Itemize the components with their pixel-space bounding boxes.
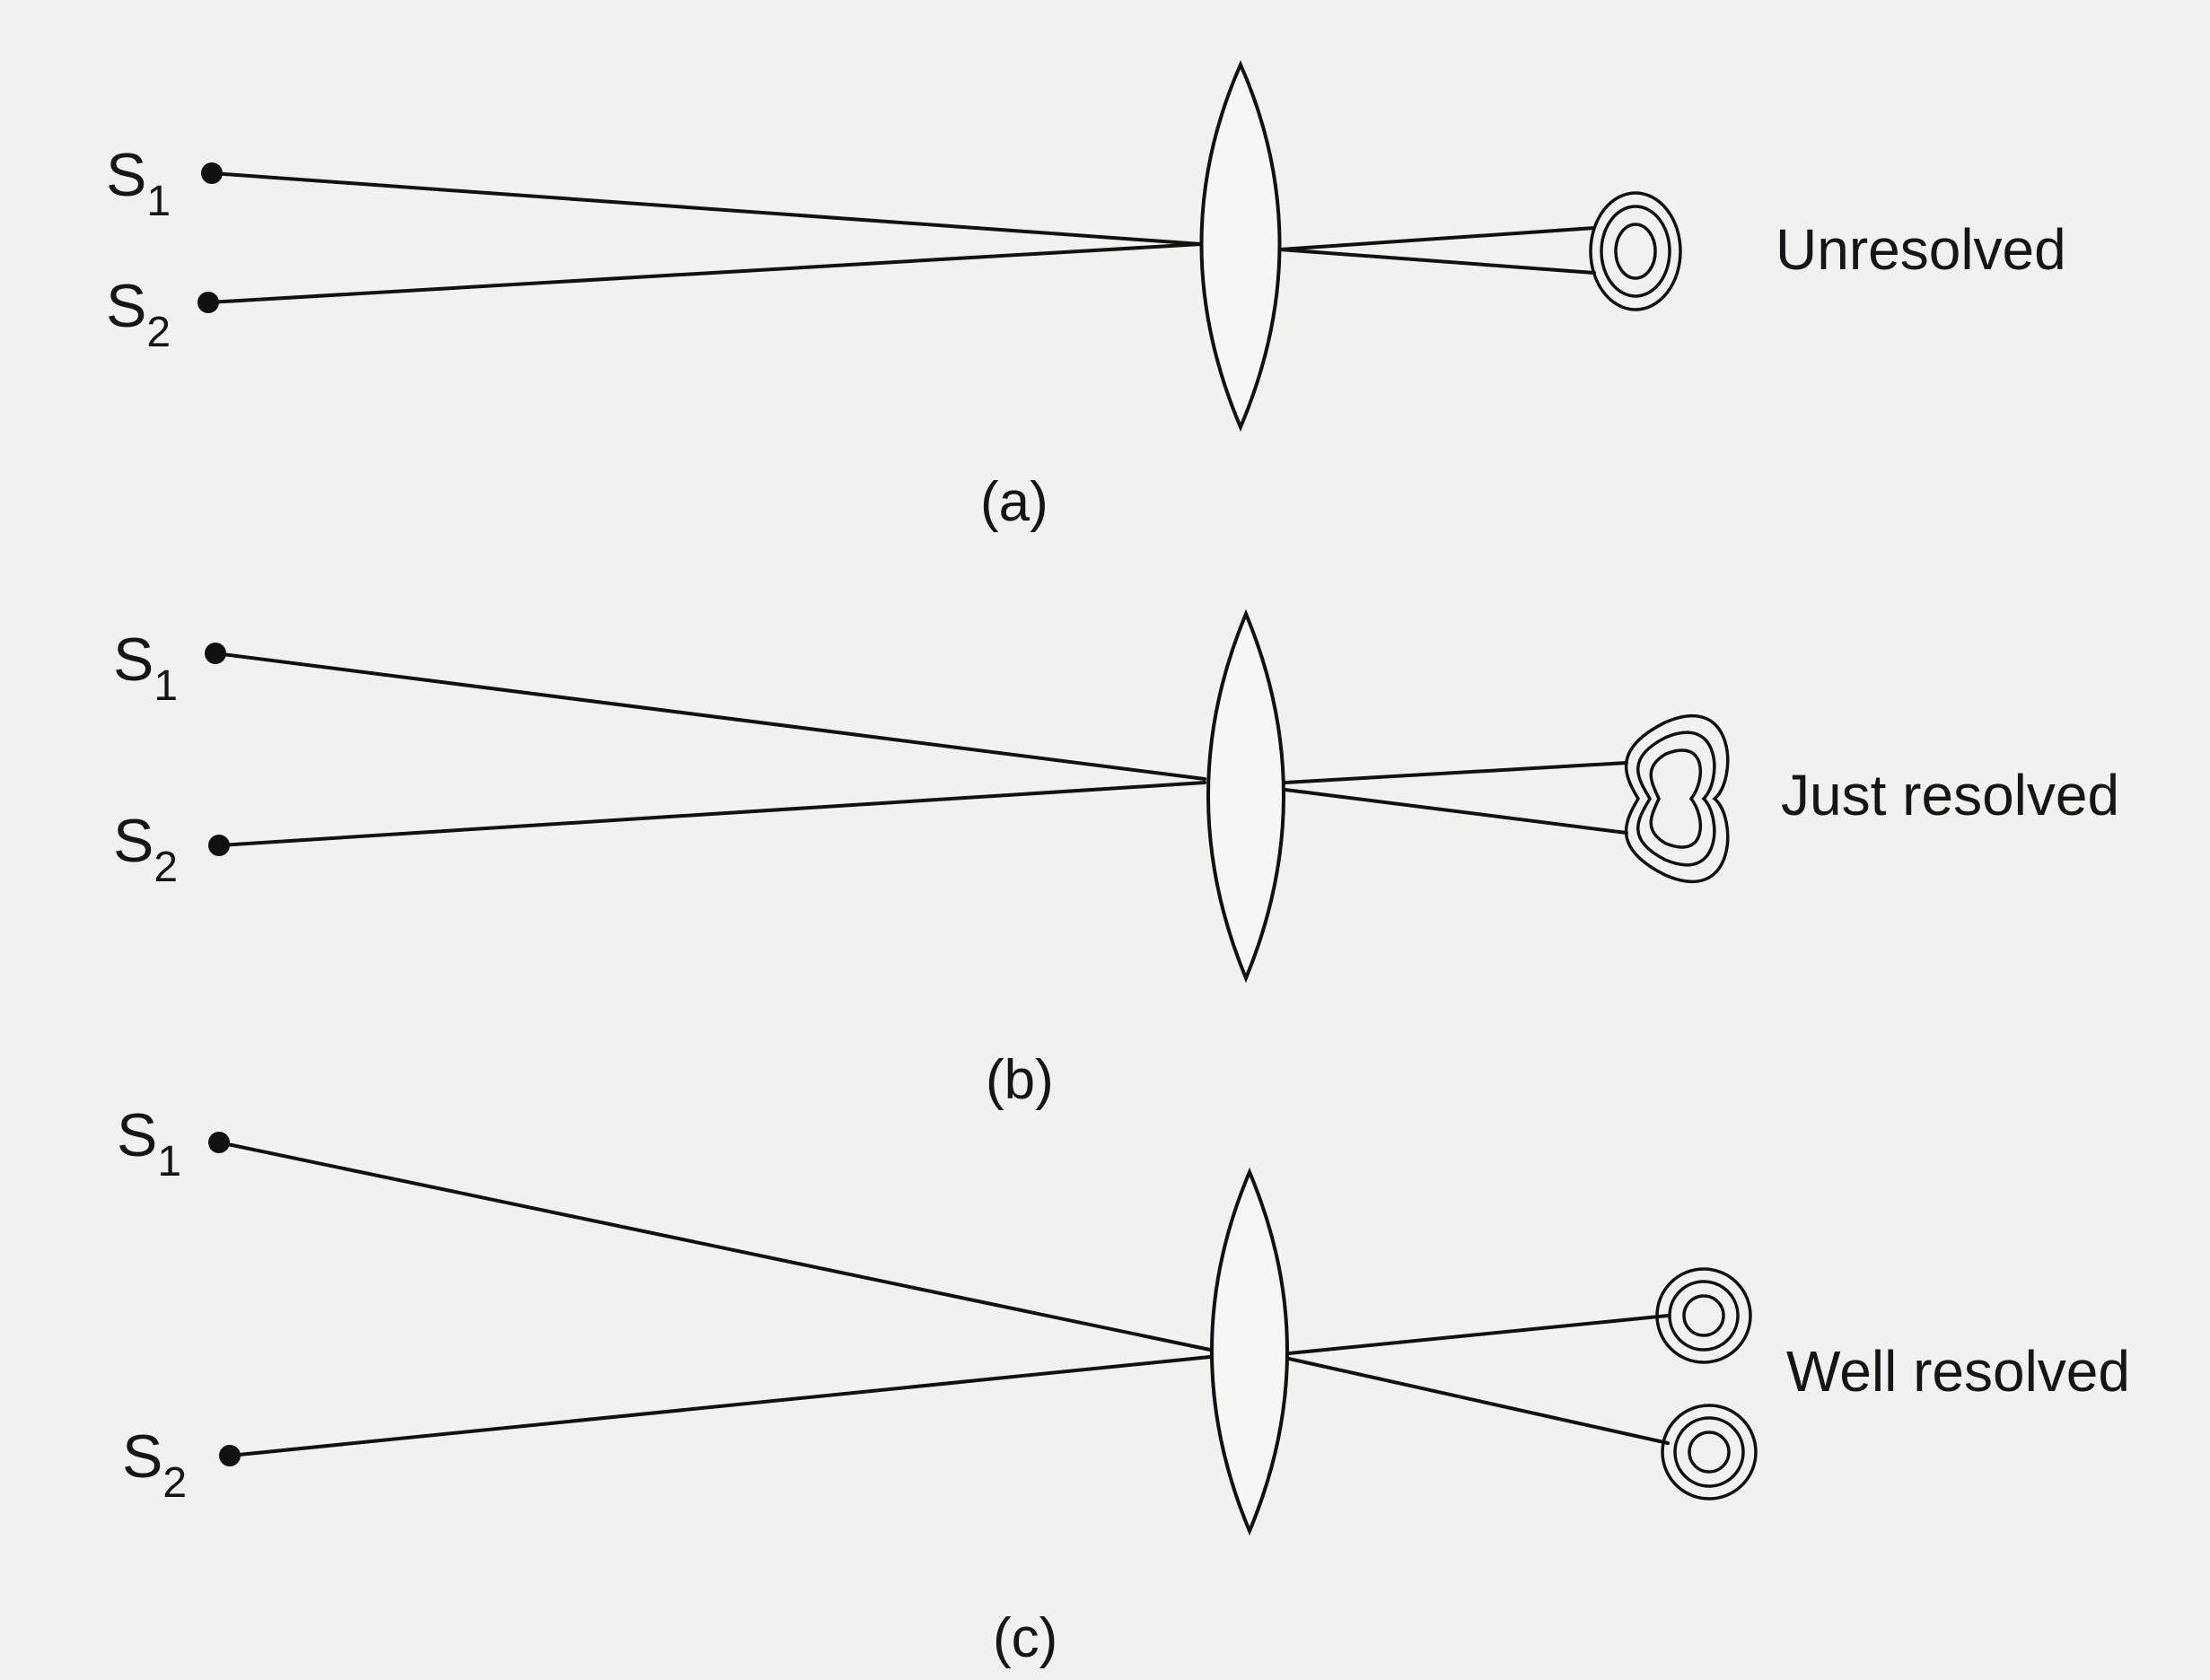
image-ring-outer [1661,1404,1758,1501]
source-1-letter: S [106,141,146,209]
image-ring-outer [1624,713,1730,884]
source-2-letter: S [113,807,153,875]
image-spot-unresolved [1589,191,1682,311]
ray-source-2-refracted [1287,1357,1670,1445]
ray-source-1-refracted [1278,248,1596,275]
image-ring-middle [1668,1280,1740,1352]
source-2-subscript: 2 [146,309,171,356]
ray-source-2-incident [206,242,1203,304]
image-ring-inner [1688,1431,1731,1474]
source-1-letter: S [117,1101,157,1169]
ray-source-1-refracted [1287,1314,1670,1355]
panel-caption: (b) [986,1049,1054,1111]
ray-source-1-refracted [1284,761,1628,784]
convex-lens [1199,60,1282,433]
image-ring-inner [1649,748,1702,849]
convex-lens [1206,608,1285,984]
source-2-subscript: 2 [162,1459,187,1507]
ray-source-1-incident [214,652,1206,781]
image-ring-middle [1600,205,1671,298]
panel-caption: (a) [980,471,1048,533]
image-ring-inner [1682,1294,1725,1337]
status-label: Well resolved [1786,1339,2130,1404]
source-1-subscript: 1 [157,1138,181,1186]
panel-a: S1 S2 Unresolved (a) [106,60,2066,533]
image-spot-lower [1661,1404,1758,1501]
source-2-label: S2 [122,1422,187,1507]
image-ring-middle [1673,1416,1745,1488]
panel-c: S1 S2 Well resolved (c) [117,1101,2130,1669]
source-2-letter: S [122,1422,162,1491]
image-spot-upper [1655,1267,1752,1364]
svg-text:S2: S2 [113,807,178,891]
svg-text:S2: S2 [122,1422,187,1507]
ray-source-2-incident [217,781,1206,847]
svg-text:S1: S1 [106,141,171,225]
ray-source-1-incident [217,1141,1212,1352]
ray-source-2-incident [228,1355,1212,1457]
source-1-letter: S [113,626,153,694]
convex-lens [1210,1167,1289,1536]
source-2-subscript: 2 [153,844,178,891]
svg-text:S1: S1 [113,626,178,710]
ray-source-2-refracted [1284,788,1628,835]
image-ring-inner [1614,223,1657,280]
ray-source-2-refracted [1278,226,1596,251]
status-label: Just resolved [1781,763,2119,827]
image-ring-middle [1636,731,1716,867]
source-1-label: S1 [106,141,171,225]
status-label: Unresolved [1776,217,2066,282]
panel-b: S1 S2 Just resolved (b) [113,608,2119,1111]
source-1-subscript: 1 [146,178,171,225]
source-2-label: S2 [113,807,178,891]
source-1-label: S1 [117,1101,181,1186]
image-spot-just-resolved [1624,713,1730,884]
image-ring-outer [1655,1267,1752,1364]
ray-source-1-incident [210,171,1203,246]
image-ring-outer [1589,191,1682,311]
source-2-label: S2 [106,272,171,356]
panel-caption: (c) [993,1607,1057,1669]
svg-text:S1: S1 [117,1101,181,1186]
source-1-subscript: 1 [153,662,178,710]
source-2-letter: S [106,272,146,340]
svg-text:S2: S2 [106,272,171,356]
source-1-label: S1 [113,626,178,710]
